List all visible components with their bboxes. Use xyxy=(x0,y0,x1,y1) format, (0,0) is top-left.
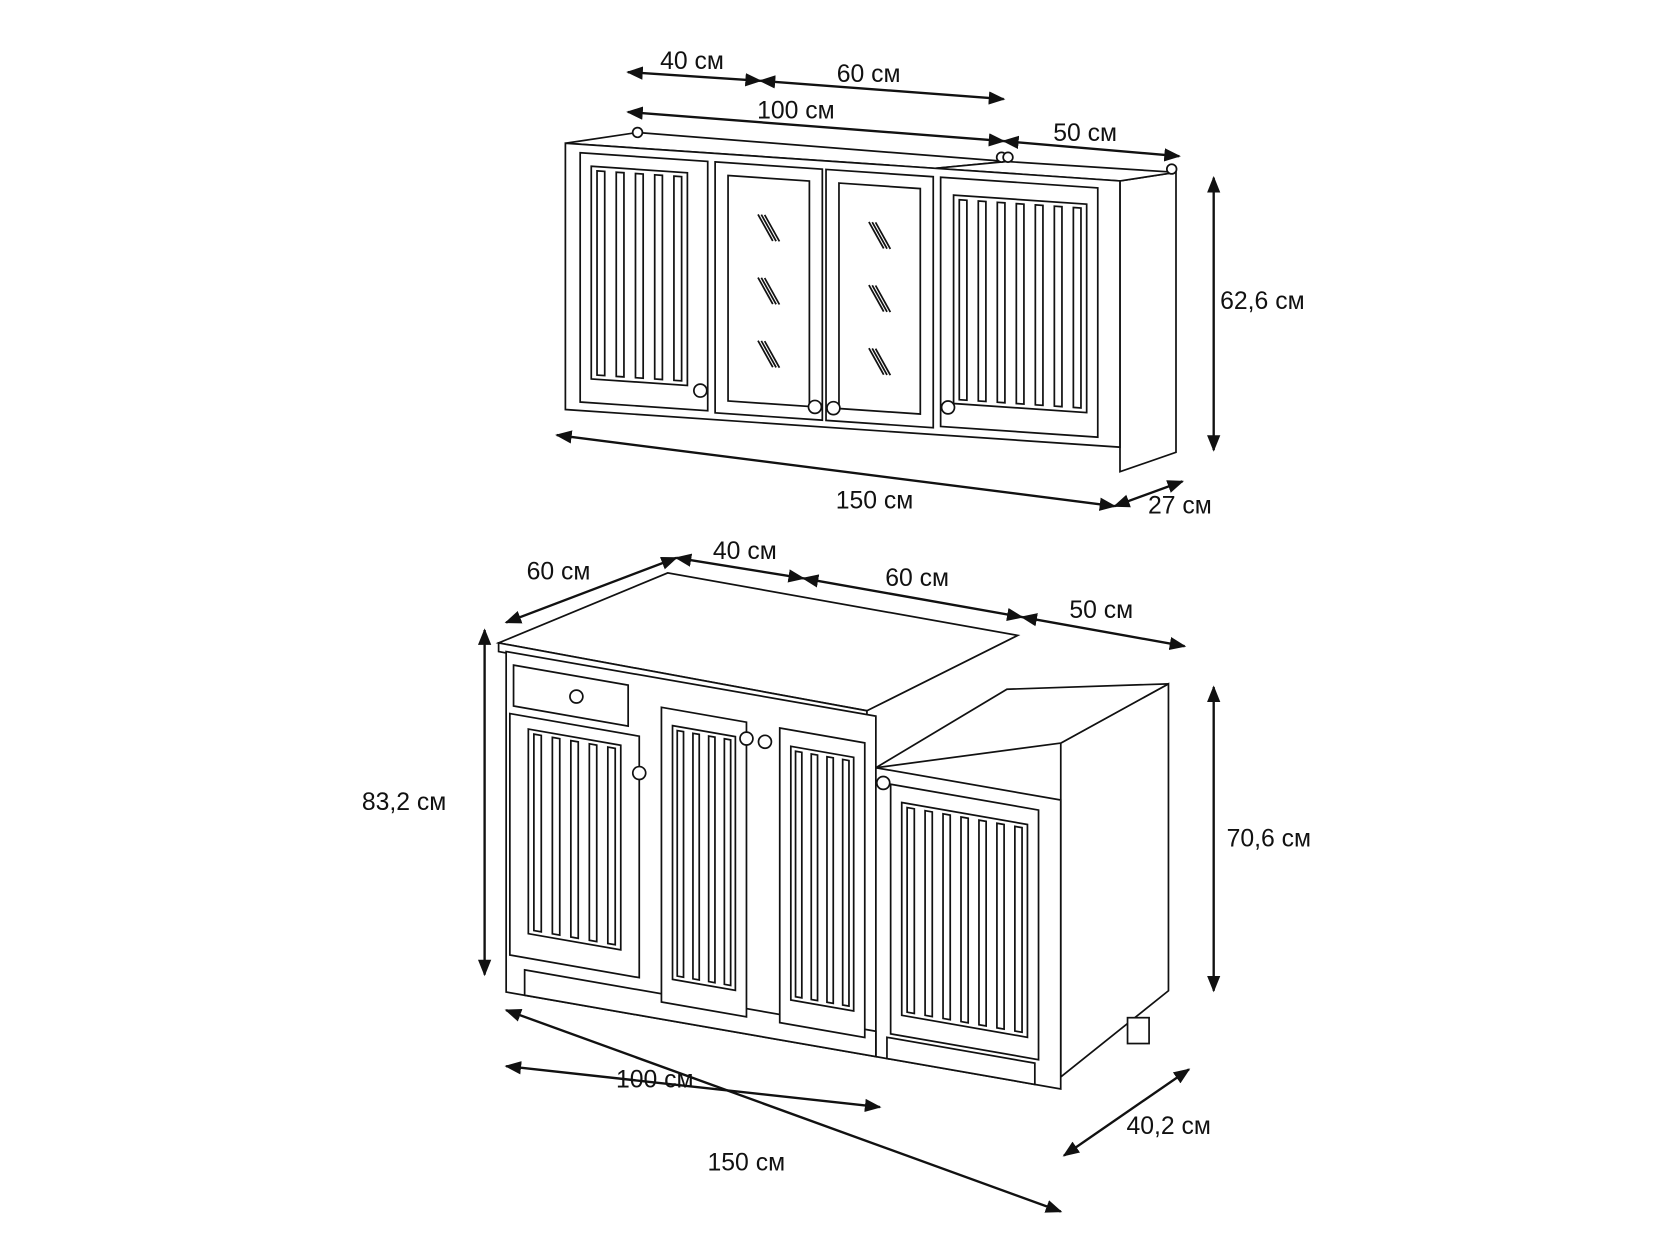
arrow-upper-60 xyxy=(758,75,1006,105)
upper-labels: 40 см 60 см 100 см 50 см 62,6 см 150 см … xyxy=(660,48,1304,520)
door-slat xyxy=(906,806,916,1015)
lower-label-height-right: 70,6 см xyxy=(1227,825,1311,852)
door-slat xyxy=(841,758,850,1008)
door-slat xyxy=(653,173,664,381)
glass-reflection-line xyxy=(874,348,892,376)
glass-reflection-line xyxy=(757,213,774,242)
hanger-icon xyxy=(1165,163,1178,175)
lower-side-panel xyxy=(1059,682,1170,1079)
door-slat xyxy=(826,755,835,1005)
door-knob xyxy=(569,689,584,704)
glass-reflection-line xyxy=(868,284,885,313)
door-slat xyxy=(569,739,580,940)
door-slat xyxy=(533,733,543,933)
glass-reflection-line xyxy=(871,284,888,313)
glass-reflection-line xyxy=(760,340,777,368)
door-slat xyxy=(996,201,1006,404)
door-slat xyxy=(794,750,803,999)
door-slat xyxy=(1015,202,1025,405)
glass-reflection-line xyxy=(871,221,888,250)
upper-label-total: 150 см xyxy=(836,487,914,514)
door-panel xyxy=(671,724,737,992)
door-knob xyxy=(940,400,956,415)
upper-side-panel xyxy=(1119,171,1177,473)
door-slat xyxy=(692,732,701,981)
door-slat xyxy=(960,815,970,1024)
upper-label-40: 40 см xyxy=(660,48,724,75)
door-slat xyxy=(942,812,952,1021)
lower-label-60: 60 см xyxy=(885,565,949,592)
glass-reflection-line xyxy=(874,221,892,250)
glass-reflection-line xyxy=(763,277,781,305)
glass-reflection-line xyxy=(763,340,781,369)
door-knob xyxy=(757,734,773,750)
lower-label-100: 100 см xyxy=(616,1067,694,1094)
arrow-lower-depth60 xyxy=(504,556,678,624)
door-slat xyxy=(958,198,968,402)
door-slat xyxy=(588,742,598,943)
door-slat xyxy=(1014,825,1023,1034)
upper-label-60: 60 см xyxy=(837,61,901,88)
hanger-icon xyxy=(631,126,644,139)
door-slat xyxy=(924,809,934,1018)
door-slat xyxy=(634,172,645,380)
door-slat xyxy=(978,819,988,1028)
glass-reflection-line xyxy=(757,340,774,368)
door-slat xyxy=(673,175,683,382)
cabinet-leg xyxy=(1126,1016,1150,1045)
upper-label-depth: 27 см xyxy=(1148,493,1212,520)
lower-label-50: 50 см xyxy=(1069,597,1133,624)
hanger-icon xyxy=(1002,151,1014,163)
door-slat xyxy=(676,729,685,979)
lower-label-depth60: 60 см xyxy=(527,558,591,585)
door-slat xyxy=(1072,206,1082,409)
door-slat xyxy=(615,171,625,378)
door-knob xyxy=(631,765,647,781)
door-slat xyxy=(1053,205,1063,408)
lower-labels: 60 см 40 см 60 см 50 см 83,2 см 70,6 см … xyxy=(362,538,1311,1177)
door-knob xyxy=(807,399,823,415)
glass-reflection-line xyxy=(874,285,892,313)
glass-reflection-line xyxy=(871,347,888,376)
glass-reflection-line xyxy=(760,277,777,305)
glass-reflection-line xyxy=(868,221,885,249)
door-slat xyxy=(1034,203,1044,407)
glass-reflection-line xyxy=(763,214,781,242)
arrow-lower-depth xyxy=(1062,1068,1191,1157)
arrow-lower-40 xyxy=(674,553,806,583)
arrow-upper-50 xyxy=(1002,135,1181,162)
lower-label-height-total: 83,2 см xyxy=(362,789,446,816)
door-slat xyxy=(810,752,819,1002)
door-slat xyxy=(707,735,716,984)
door-slat xyxy=(596,169,606,377)
arrow-upper-total xyxy=(555,430,1117,511)
glass-reflection-line xyxy=(868,347,885,376)
arrow-upper-40 xyxy=(626,66,762,87)
lower-label-40: 40 см xyxy=(713,538,777,565)
glass-reflection-line xyxy=(757,277,774,305)
door-slat xyxy=(996,822,1005,1031)
arrow-lower-60 xyxy=(801,574,1024,622)
lower-label-total: 150 см xyxy=(708,1150,786,1177)
door-slat xyxy=(977,200,987,403)
door-knob xyxy=(826,400,841,416)
arrow-lower-total xyxy=(504,1009,1063,1213)
upper-label-50: 50 см xyxy=(1053,120,1117,147)
door-slat xyxy=(723,737,732,987)
upper-label-height: 62,6 см xyxy=(1220,288,1304,315)
dimension-arrows xyxy=(477,66,1221,1213)
door-knob xyxy=(693,383,708,398)
cabinet-drawing xyxy=(495,126,1178,1090)
door-slat xyxy=(551,736,561,937)
arrow-lower-50 xyxy=(1020,613,1187,651)
door-slat xyxy=(606,746,617,946)
arrow-upper-100 xyxy=(626,106,1006,147)
arrow-upper-depth xyxy=(1113,480,1185,508)
glass-reflection-line xyxy=(760,214,777,242)
door-knob xyxy=(739,731,754,746)
lower-label-depth: 40,2 см xyxy=(1126,1113,1210,1140)
upper-label-100: 100 см xyxy=(757,97,835,124)
lower-right-top xyxy=(875,682,1169,769)
door-knob xyxy=(875,775,891,791)
